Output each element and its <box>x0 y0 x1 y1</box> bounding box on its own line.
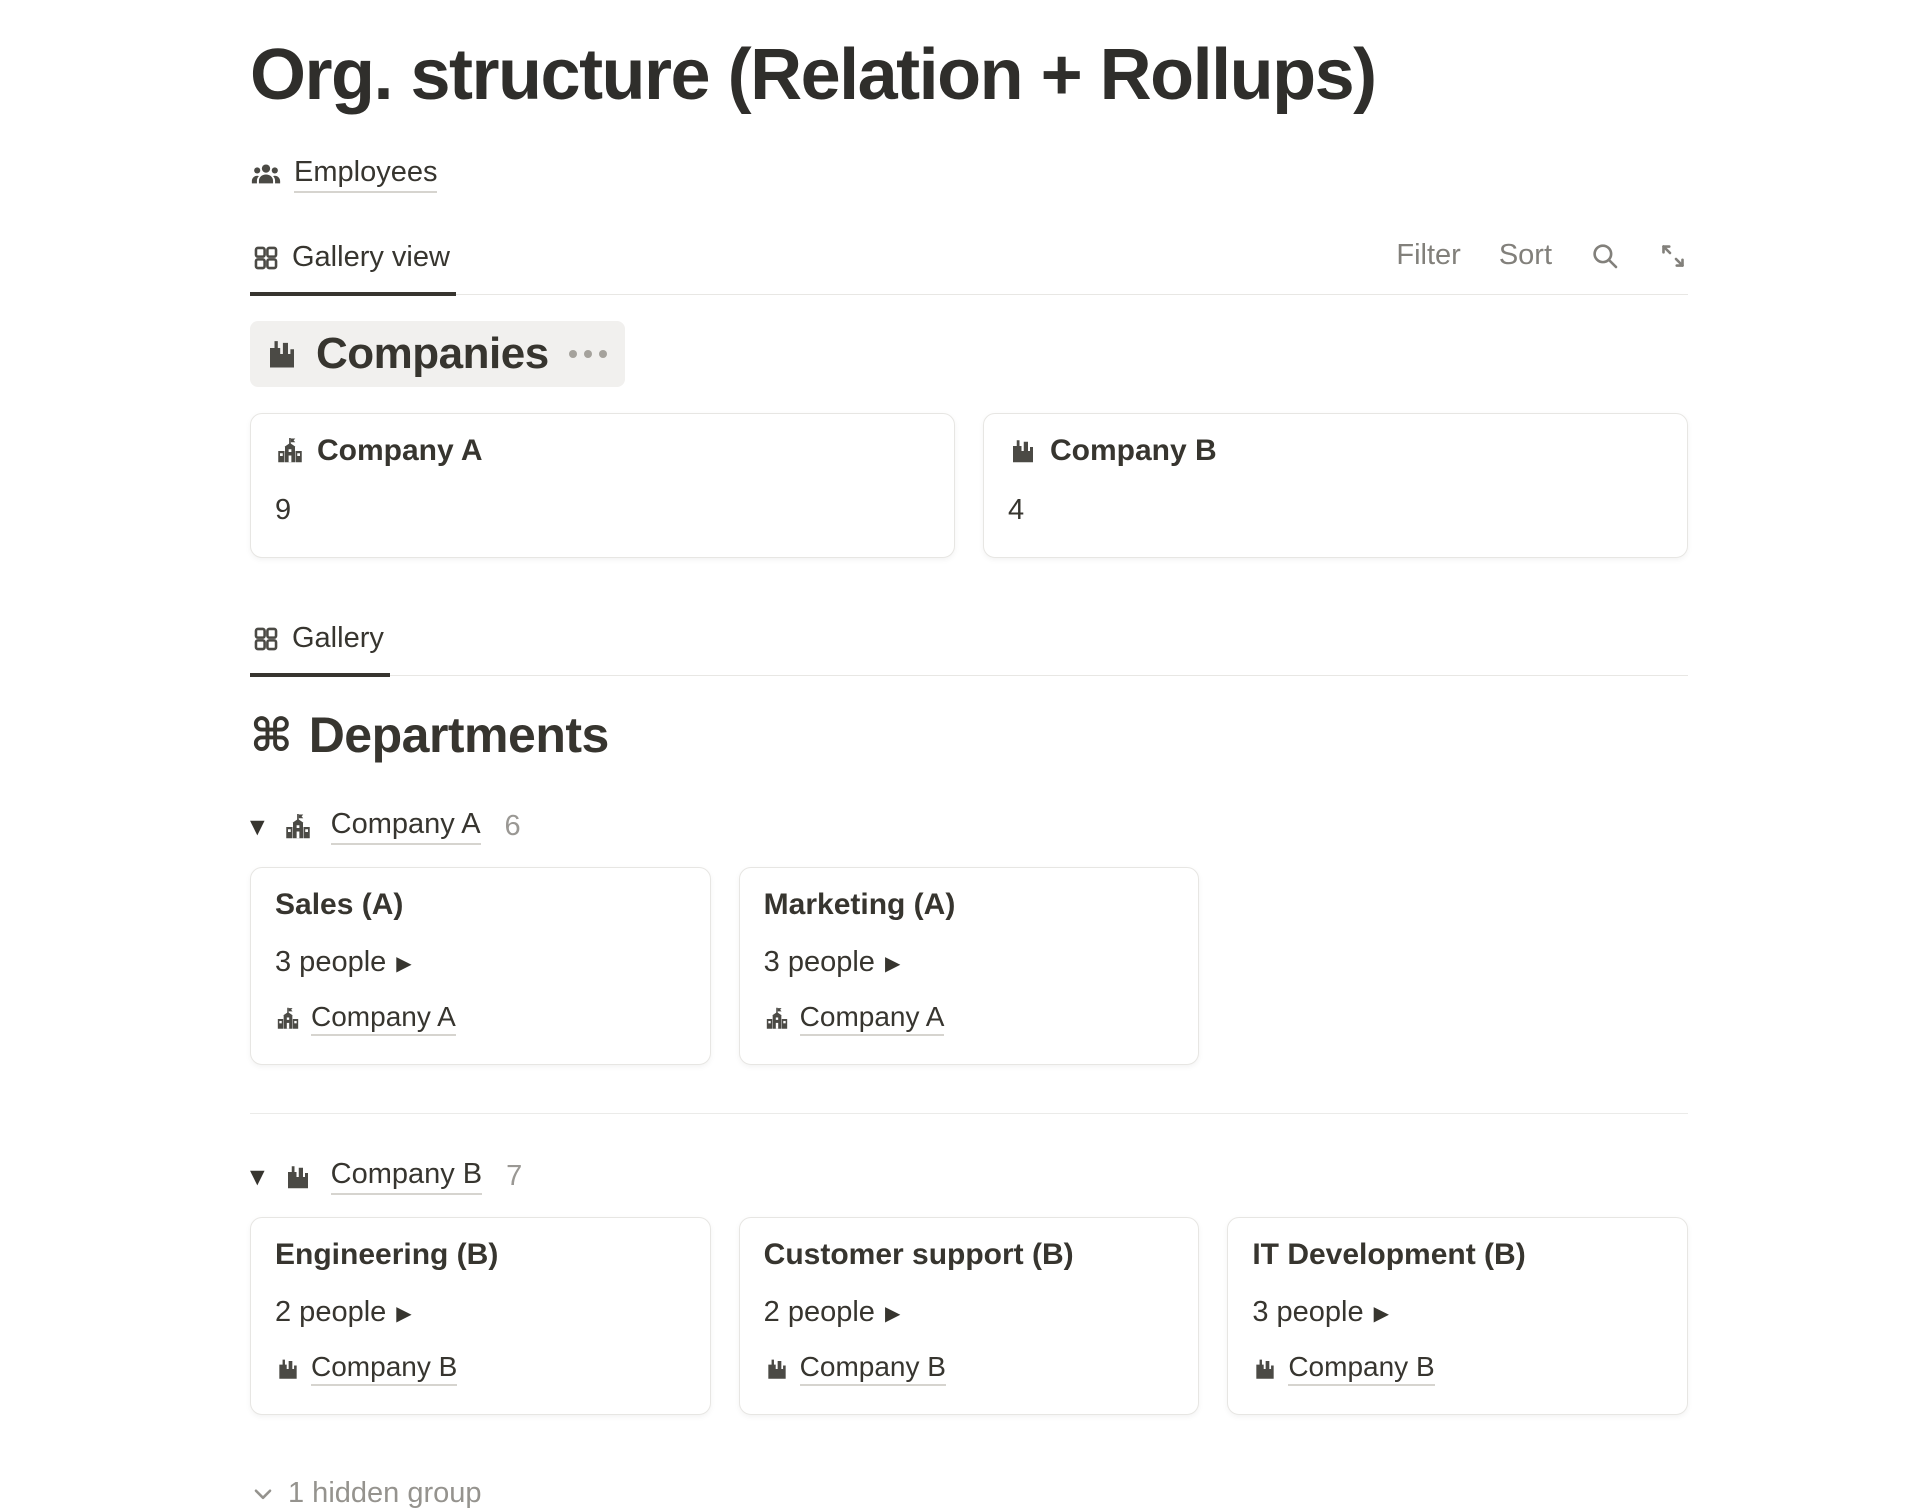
hidden-group-label: 1 hidden group <box>288 1477 482 1509</box>
company-relation-link[interactable]: Company B <box>1288 1351 1435 1386</box>
school-icon <box>275 1006 301 1032</box>
rollup-value: 9 <box>275 494 292 526</box>
group-count: 6 <box>504 810 521 842</box>
expand-arrow-icon: ▶ <box>884 1300 901 1325</box>
people-rollup[interactable]: 2 people ▶ <box>764 1296 1175 1329</box>
tab-gallery-view-label: Gallery view <box>292 241 450 273</box>
collapse-toggle-icon[interactable]: ▼ <box>250 1165 265 1188</box>
company-relation-row: Company B <box>764 1351 1175 1386</box>
people-rollup[interactable]: 3 people ▶ <box>1252 1296 1663 1329</box>
ellipsis-icon[interactable] <box>568 350 607 358</box>
group-count: 7 <box>506 1160 523 1192</box>
card-title: Sales (A) <box>275 888 404 921</box>
employees-database-link[interactable]: Employees <box>294 156 438 193</box>
people-icon <box>250 159 282 191</box>
expand-arrow-icon: ▶ <box>1373 1300 1389 1325</box>
command-icon: ⌘ <box>250 708 293 762</box>
expand-arrow-icon: ▶ <box>396 1300 412 1325</box>
card-title: Company A <box>317 434 483 467</box>
gallery-icon <box>252 625 280 653</box>
company-b-departments-grid: Engineering (B) 2 people ▶ Company B Cus… <box>250 1217 1688 1415</box>
departments-view-tabbar: Gallery <box>250 612 1688 677</box>
group-header-company-a: ▼ Company A 6 <box>250 808 1688 845</box>
company-relation-link[interactable]: Company B <box>799 1351 946 1386</box>
expand-icon[interactable] <box>1658 241 1688 271</box>
expand-arrow-icon: ▶ <box>396 950 412 975</box>
school-icon <box>764 1006 790 1032</box>
group-link-company-a[interactable]: Company A <box>330 808 481 845</box>
people-rollup[interactable]: 3 people ▶ <box>764 946 1175 979</box>
filter-button[interactable]: Filter <box>1396 239 1461 271</box>
people-count: 2 people <box>275 1296 387 1328</box>
sort-button[interactable]: Sort <box>1498 239 1552 271</box>
marketing-card[interactable]: Marketing (A) 3 people ▶ Company A <box>738 867 1200 1065</box>
factory-icon <box>264 336 300 372</box>
school-icon <box>283 812 313 842</box>
departments-title: Departments <box>308 707 610 763</box>
sales-card[interactable]: Sales (A) 3 people ▶ Company A <box>250 867 711 1065</box>
people-rollup[interactable]: 2 people ▶ <box>275 1296 686 1329</box>
tab-gallery[interactable]: Gallery <box>250 612 390 677</box>
chevron-down-icon <box>250 1481 276 1507</box>
people-count: 3 people <box>275 946 387 978</box>
departments-section-head: ⌘ Departments <box>250 706 1688 764</box>
company-relation-row: Company A <box>764 1001 1175 1036</box>
company-relation-link[interactable]: Company A <box>799 1001 945 1036</box>
company-relation-row: Company A <box>275 1001 686 1036</box>
page-content: Org. structure (Relation + Rollups) Empl… <box>250 0 1688 1510</box>
collapse-toggle-icon[interactable]: ▼ <box>250 815 265 838</box>
search-icon[interactable] <box>1590 241 1620 271</box>
company-relation-row: Company B <box>275 1351 686 1386</box>
expand-arrow-icon: ▶ <box>884 950 901 975</box>
company-a-card[interactable]: Company A 9 <box>250 413 955 558</box>
page-title: Org. structure (Relation + Rollups) <box>250 35 1377 115</box>
employees-view-tabbar: Gallery view Filter Sort <box>250 231 1688 296</box>
people-count: 3 people <box>1252 1296 1364 1328</box>
card-title: IT Development (B) <box>1252 1238 1526 1271</box>
card-title: Engineering (B) <box>275 1238 499 1271</box>
people-count: 3 people <box>763 946 875 978</box>
companies-card-grid: Company A 9 Company B 4 <box>250 413 1688 558</box>
engineering-card[interactable]: Engineering (B) 2 people ▶ Company B <box>250 1217 711 1415</box>
tab-gallery-view[interactable]: Gallery view <box>250 231 456 296</box>
factory-icon <box>1008 436 1038 466</box>
factory-icon <box>283 1162 313 1192</box>
card-title: Marketing (A) <box>763 888 956 921</box>
database-link-row: Employees <box>250 156 1688 193</box>
company-a-departments-grid: Sales (A) 3 people ▶ Company A <box>250 867 1688 1065</box>
company-relation-link[interactable]: Company B <box>311 1351 458 1386</box>
rollup-value: 4 <box>1008 494 1025 526</box>
it-development-card[interactable]: IT Development (B) 3 people ▶ Company B <box>1227 1217 1688 1415</box>
gallery-icon <box>252 244 280 272</box>
group-link-company-b[interactable]: Company B <box>330 1158 483 1195</box>
company-relation-link[interactable]: Company A <box>311 1001 456 1036</box>
company-b-card[interactable]: Company B 4 <box>983 413 1688 558</box>
company-relation-row: Company B <box>1252 1351 1663 1386</box>
companies-group-heading[interactable]: Companies <box>250 321 625 387</box>
factory-icon <box>1252 1356 1278 1382</box>
group-header-company-b: ▼ Company B 7 <box>250 1158 1688 1195</box>
card-title: Company B <box>1050 434 1217 467</box>
customer-support-card[interactable]: Customer support (B) 2 people ▶ Company … <box>738 1217 1200 1415</box>
factory-icon <box>764 1356 790 1382</box>
group-divider <box>250 1113 1688 1114</box>
hidden-group-toggle[interactable]: 1 hidden group <box>250 1477 1688 1510</box>
tab-gallery-label: Gallery <box>292 622 384 654</box>
companies-group-title: Companies <box>316 329 549 378</box>
people-rollup[interactable]: 3 people ▶ <box>275 946 686 979</box>
school-icon <box>275 436 305 466</box>
view-toolbar: Filter Sort <box>1396 239 1688 286</box>
people-count: 2 people <box>763 1296 875 1328</box>
factory-icon <box>275 1356 301 1382</box>
card-title: Customer support (B) <box>763 1238 1074 1271</box>
